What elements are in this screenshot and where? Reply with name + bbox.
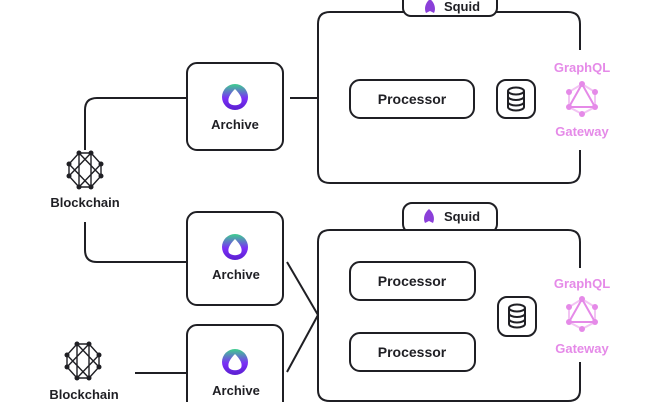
connector-archive2-squid2 <box>286 261 319 316</box>
squid-box <box>317 229 581 402</box>
graphql-label: GraphQL <box>554 60 610 75</box>
connector-blockchain1-archive1 <box>84 97 187 150</box>
archive-node: Archive <box>186 324 284 402</box>
processor-box <box>349 332 476 372</box>
archive-label: Archive <box>211 117 259 132</box>
archive-icon <box>222 234 248 260</box>
blockchain-network-icon <box>63 340 103 382</box>
gateway-label: Gateway <box>555 124 609 139</box>
blockchain-label: Blockchain <box>50 195 119 210</box>
archive-label: Archive <box>212 383 260 398</box>
connector-archive3-squid2 <box>286 314 319 373</box>
squid-container-bottom: Squid Processor Processor GraphQL Gatewa… <box>317 202 610 402</box>
processor-label: Processor <box>378 344 447 360</box>
blockchain-label: Blockchain <box>49 387 118 402</box>
archive-icon <box>222 349 248 375</box>
gateway-label: Gateway <box>555 341 609 356</box>
graphql-label: GraphQL <box>554 276 610 291</box>
connector-blockchain1-archive2 <box>84 222 187 263</box>
processor-label: Processor <box>378 91 447 107</box>
blockchain-node: Blockchain <box>49 340 119 402</box>
squid-label: Squid <box>444 0 480 14</box>
archive-icon <box>222 84 248 110</box>
processor-box <box>349 79 475 119</box>
processor-label: Processor <box>378 273 447 289</box>
archive-node: Archive <box>186 62 284 151</box>
squid-label: Squid <box>444 209 480 224</box>
blockchain-network-icon <box>65 149 105 191</box>
blockchain-node: Blockchain <box>50 149 120 210</box>
archive-label: Archive <box>212 267 260 282</box>
archive-node: Archive <box>186 211 284 306</box>
processor-box <box>349 261 476 301</box>
squid-container-top: Squid Processor GraphQL Gateway <box>317 0 610 184</box>
